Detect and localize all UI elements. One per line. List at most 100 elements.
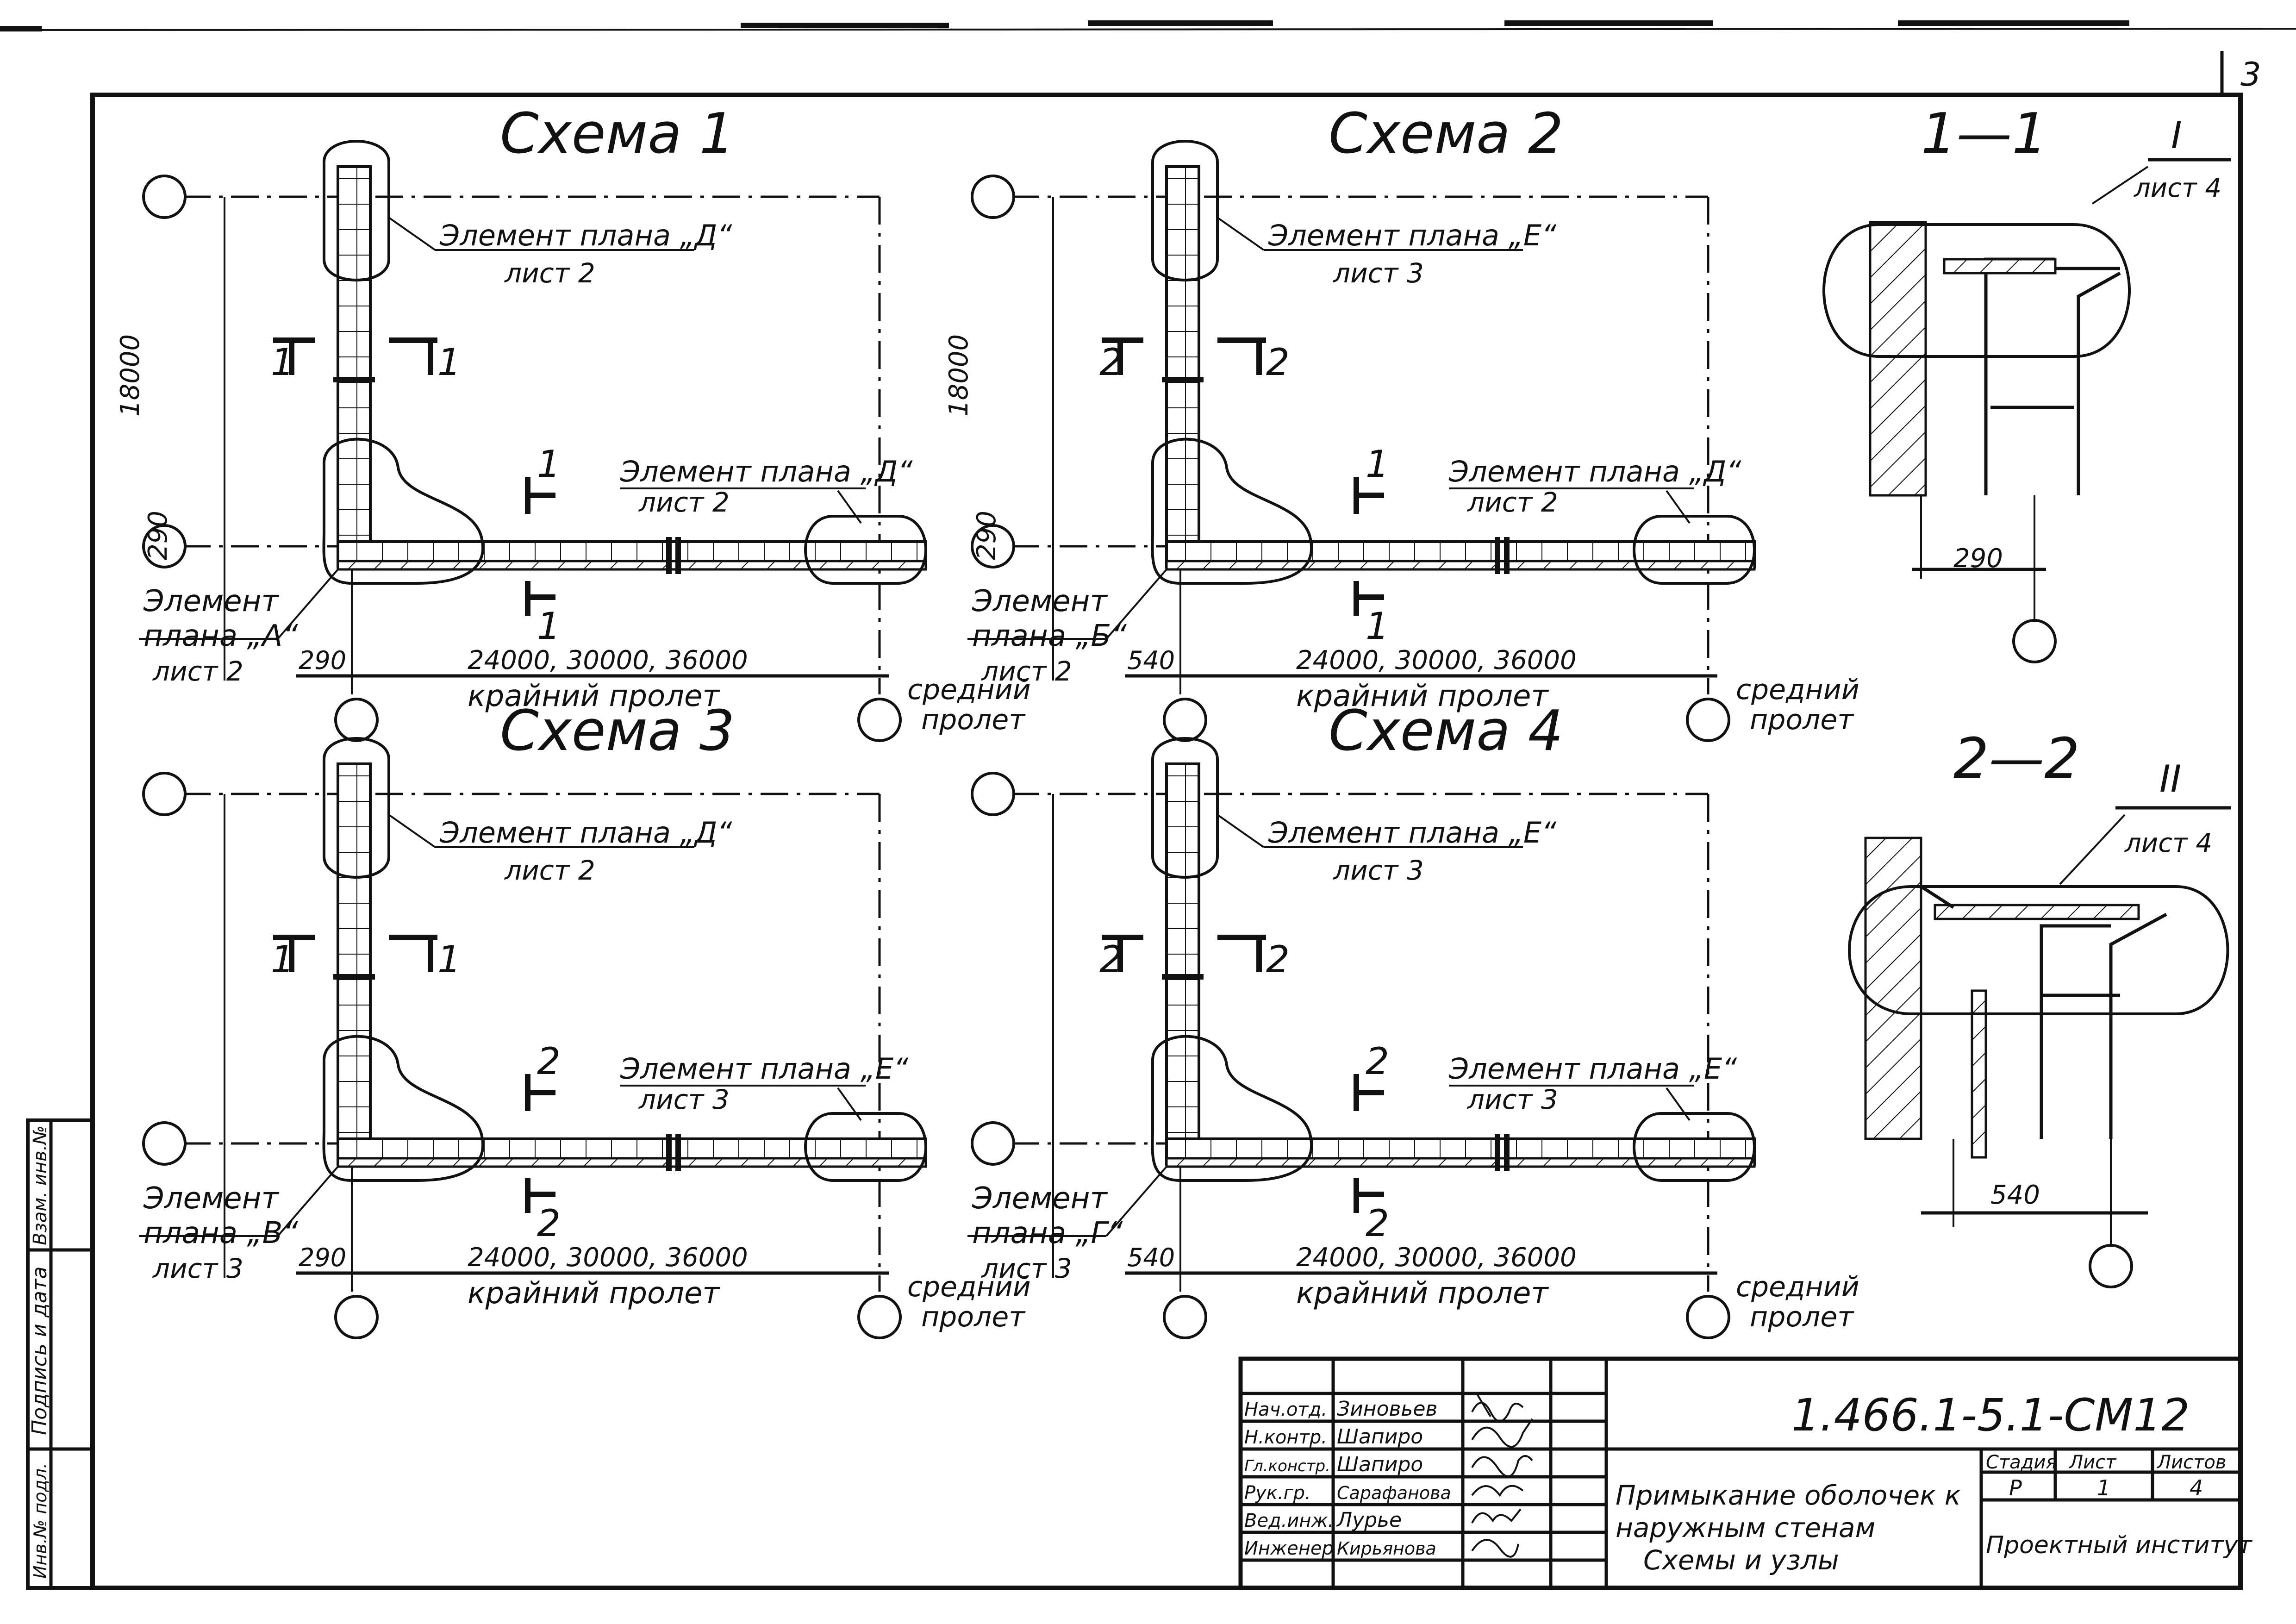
corner-element-plan: плана „В“ (144, 1216, 298, 1250)
stamp-name: Шапиро (1337, 1453, 1423, 1476)
margin-label-replace: Взам. инв.№ (30, 1125, 51, 1245)
corner-mark: 3 (2240, 56, 2261, 94)
upper-element-sheet: лист 3 (1333, 257, 1424, 289)
corner-element-label: Элемент (972, 1181, 1108, 1216)
section-mark-right: 2 (1266, 341, 1290, 384)
scheme-title: Схема 1 (500, 102, 735, 166)
offset-dimension: 540 (1127, 1243, 1175, 1272)
middle-span-label: средний (1736, 1271, 1859, 1303)
span-label: крайний пролет (468, 679, 720, 713)
axis-circle (2089, 1244, 2133, 1288)
axis-circle (1163, 1295, 1207, 1339)
middle-span-label-2: пролет (1750, 1301, 1854, 1333)
axis-circle (971, 175, 1015, 219)
small-dimension: 290 (972, 511, 1002, 560)
lower-element-outline (1633, 515, 1756, 585)
axis-circle (1163, 698, 1207, 742)
lower-element-sheet: лист 3 (1467, 1084, 1558, 1115)
vertical-shell-strip (1165, 762, 1200, 1166)
stage-header: Стадия (1986, 1452, 2057, 1473)
upper-element-label: Элемент плана „Д“ (439, 219, 732, 252)
stamp-name: Лурье (1336, 1508, 1402, 1532)
stamp-title-line: Схемы и узлы (1643, 1544, 1839, 1576)
section-mark-bottom: 2 (1366, 1202, 1389, 1245)
span-dimensions: 24000, 30000, 36000 (468, 645, 748, 675)
stamp-role: Гл.констр. (1244, 1457, 1330, 1475)
upper-element-label: Элемент плана „Е“ (1268, 219, 1557, 252)
offset-dimension: 540 (1127, 646, 1175, 675)
corner-element-label: Элемент (143, 584, 279, 618)
top-scan-marks (0, 20, 2296, 31)
corner-element-plan: плана „Г“ (972, 1216, 1123, 1250)
section-title: 2—2 (1953, 727, 2080, 791)
vertical-dimension: 18000 (115, 334, 145, 417)
span-dimensions: 24000, 30000, 36000 (468, 1243, 748, 1273)
stamp-name: Кирьянова (1337, 1538, 1436, 1559)
lower-element-outline (804, 515, 927, 585)
document-code: 1.466.1-5.1-СМ12 (1791, 1389, 2190, 1441)
upper-element-outline (1151, 140, 1219, 281)
section-node-number: II (2159, 757, 2181, 800)
axis-circle (1686, 698, 1730, 742)
drawing-frame (90, 93, 2243, 1590)
stamp-role: Рук.гр. (1244, 1482, 1311, 1504)
span-dimensions: 24000, 30000, 36000 (1296, 1243, 1577, 1273)
middle-span-label: средний (907, 1271, 1031, 1303)
vertical-dimension: 18000 (944, 334, 974, 417)
section-mark-right: 1 (437, 341, 461, 384)
corner-element-outline (1151, 437, 1313, 585)
sheet-value: 1 (2097, 1475, 2110, 1500)
middle-span-label: средний (907, 674, 1031, 706)
section-mark-left: 2 (1099, 341, 1123, 384)
upper-element-sheet: лист 2 (504, 855, 595, 886)
axis-circle (142, 772, 187, 816)
corner-element-outline (1151, 1035, 1313, 1182)
corner-element-sheet: лист 3 (152, 1253, 243, 1284)
section-mark-right: 1 (437, 938, 461, 981)
section-mark-bottom: 1 (1366, 605, 1389, 648)
lower-element-sheet: лист 2 (1467, 487, 1558, 518)
axis-circle (142, 175, 187, 219)
corner-element-outline (322, 437, 485, 585)
vertical-shell-strip (337, 762, 372, 1166)
section-mark-top: 2 (537, 1040, 561, 1083)
stage-value: Р (2009, 1475, 2022, 1500)
scheme-title: Схема 2 (1329, 102, 1563, 166)
middle-span-label-2: пролет (921, 1301, 1026, 1333)
corner-element-label: Элемент (972, 584, 1108, 618)
section-mark-top: 1 (1366, 443, 1389, 486)
stamp-name: Шапиро (1337, 1425, 1423, 1449)
section-mark-top: 2 (1366, 1040, 1389, 1083)
axis-circle (334, 1295, 379, 1339)
corner-element-sheet: лист 2 (981, 656, 1072, 687)
margin-label-inv: Инв.№ подл. (30, 1463, 50, 1579)
offset-dimension: 290 (299, 646, 346, 675)
margin-stamp: Инв.№ подл. Подпись и дата Взам. инв.№ (26, 1118, 94, 1590)
middle-span-label-2: пролет (1750, 704, 1854, 736)
lower-element-outline (804, 1112, 927, 1182)
section-node-sheet: лист 4 (2134, 173, 2221, 203)
section-dim: 290 (1953, 543, 2003, 574)
corner-element-outline (322, 1035, 485, 1182)
section-mark-left: 1 (271, 341, 294, 384)
span-label: крайний пролет (1296, 1276, 1549, 1311)
corner-element-plan: плана „Б“ (972, 619, 1127, 653)
corner-element-sheet: лист 3 (981, 1253, 1072, 1284)
section-mark-left: 2 (1099, 938, 1123, 981)
upper-element-outline (323, 140, 390, 281)
section-2-2: 2—2 II лист 4 540 (1848, 727, 2231, 1288)
axis-circle (857, 698, 902, 742)
lower-element-outline (1633, 1112, 1756, 1182)
lower-element-sheet: лист 3 (638, 1084, 730, 1115)
section-dim: 540 (1990, 1180, 2040, 1210)
section-node-number: I (2171, 114, 2182, 157)
margin-label-sign: Подпись и дата (28, 1267, 51, 1435)
axis-circle (334, 698, 379, 742)
stamp-title-line: наружным стенам (1616, 1512, 1875, 1543)
section-mark-bottom: 1 (537, 605, 561, 648)
stamp-name: Зиновьев (1337, 1397, 1437, 1421)
upper-element-label: Элемент плана „Е“ (1268, 816, 1557, 849)
stamp-title-line: Примыкание оболочек к (1616, 1480, 1961, 1511)
